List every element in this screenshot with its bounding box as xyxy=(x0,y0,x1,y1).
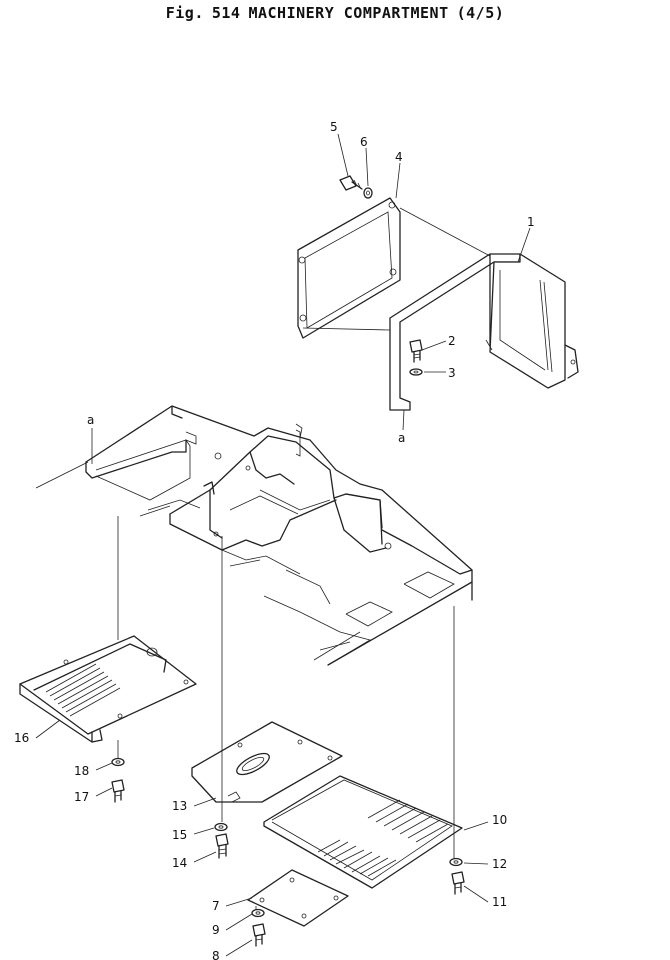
ref-a-right: a xyxy=(398,431,405,445)
bolt-part-8 xyxy=(252,923,266,947)
label-part-3: 3 xyxy=(448,366,456,380)
washer-part-15 xyxy=(214,822,228,832)
label-part-2: 2 xyxy=(448,334,456,348)
label-part-12: 12 xyxy=(492,857,507,871)
ref-a-left: a xyxy=(87,413,94,427)
cover-part-7 xyxy=(247,869,349,927)
label-part-4: 4 xyxy=(395,150,403,164)
fig-number: 514 xyxy=(211,4,241,22)
part-labels: 5 6 4 1 2 3 a a 16 18 17 13 15 14 10 12 … xyxy=(14,120,535,960)
washer-part-6 xyxy=(363,187,373,199)
fig-label: Fig. xyxy=(165,4,204,22)
washer-part-3 xyxy=(409,368,423,376)
label-part-11: 11 xyxy=(492,895,507,909)
fig-title-text: MACHINERY COMPARTMENT xyxy=(248,4,449,22)
bolt-part-2 xyxy=(409,339,423,363)
washer-part-12 xyxy=(449,857,463,867)
fig-sheet: (4/5) xyxy=(456,4,505,22)
bolt-part-11 xyxy=(451,871,465,895)
louver-grille-left xyxy=(45,663,121,717)
machinery-frame xyxy=(85,405,473,666)
leader-lines xyxy=(35,133,531,957)
label-part-6: 6 xyxy=(360,135,368,149)
bottom-plate-part-10 xyxy=(263,775,463,889)
figure-title: Fig. 514 MACHINERY COMPARTMENT (4/5) xyxy=(0,4,670,22)
label-part-14: 14 xyxy=(172,856,187,870)
assembly-lines xyxy=(35,207,491,910)
label-part-16: 16 xyxy=(14,731,29,745)
cover-plate-part-4 xyxy=(297,197,401,339)
label-part-1: 1 xyxy=(527,215,535,229)
label-part-7: 7 xyxy=(212,899,220,913)
bottom-plate-part-13 xyxy=(191,721,343,803)
label-part-5: 5 xyxy=(330,120,338,134)
label-part-8: 8 xyxy=(212,949,220,960)
washer-part-18 xyxy=(111,757,125,767)
label-part-17: 17 xyxy=(74,790,89,804)
bracket-part-1 xyxy=(389,253,579,411)
label-part-10: 10 xyxy=(492,813,507,827)
bolt-part-17 xyxy=(111,779,125,803)
label-part-18: 18 xyxy=(74,764,89,778)
label-part-9: 9 xyxy=(212,923,220,937)
bolt-part-5 xyxy=(339,175,363,191)
label-part-13: 13 xyxy=(172,799,187,813)
label-part-15: 15 xyxy=(172,828,187,842)
grille-cover-part-16 xyxy=(19,635,197,743)
louver-grille-right xyxy=(317,799,449,877)
washer-part-9 xyxy=(251,908,265,918)
bolt-part-14 xyxy=(215,833,229,859)
